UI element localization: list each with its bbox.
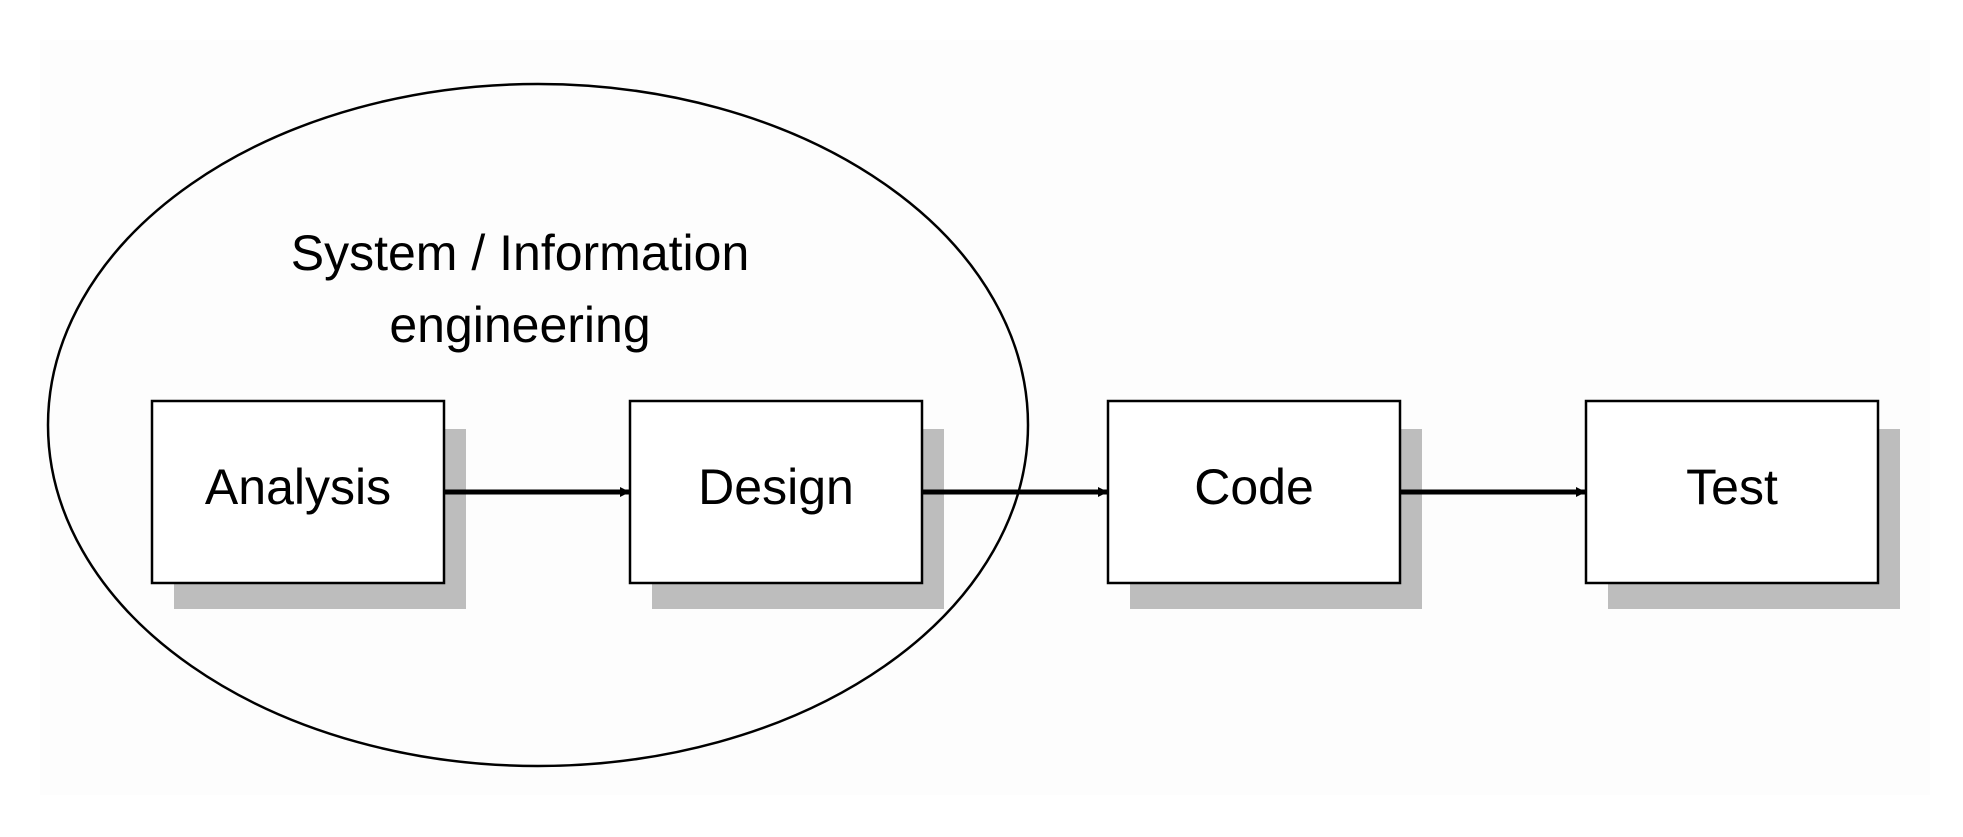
test-box (1584, 399, 1880, 585)
design-box (628, 399, 924, 585)
group-label-line1: System / Information (291, 225, 750, 281)
code-label: Code (1194, 459, 1314, 515)
analysis-label: Analysis (205, 459, 391, 515)
design-label: Design (698, 459, 854, 515)
group-label-line2: engineering (389, 297, 650, 353)
code-box (1106, 399, 1402, 585)
analysis-box (150, 399, 446, 585)
system-engineering-ellipse (46, 82, 1030, 768)
test-label: Test (1686, 459, 1778, 515)
